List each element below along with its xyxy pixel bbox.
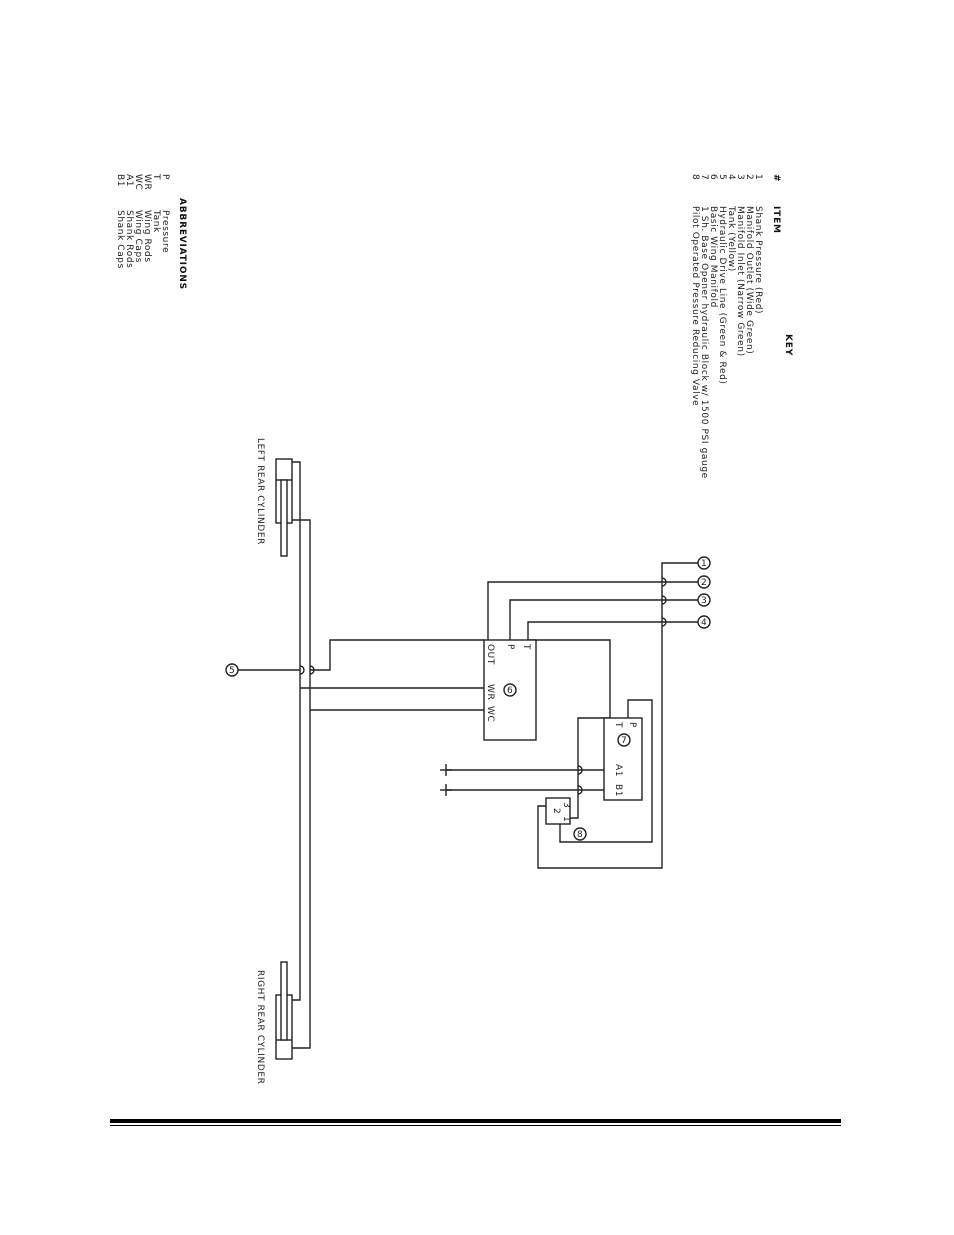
- callout-1: 1: [697, 556, 711, 570]
- abbr-meaning-wr: Wing Rods: [142, 210, 152, 263]
- block-port-b1: B1: [613, 784, 623, 797]
- callout-5-label: 5: [229, 666, 235, 676]
- left-rear-cylinder: [275, 458, 293, 557]
- abbr-code-p: P: [160, 174, 170, 180]
- manifold-port-t: T: [521, 643, 531, 650]
- block-port-p: P: [627, 722, 637, 728]
- abbr-code-wc: WC: [133, 174, 143, 190]
- callout-4-label: 4: [701, 618, 707, 628]
- key-item-5: Hydraulic Drive Line (Green & Red): [717, 206, 727, 385]
- callout-2-label: 2: [701, 578, 707, 588]
- coupler-a1-icon: [440, 764, 452, 776]
- callout-3-label: 3: [701, 596, 707, 606]
- key-num-7: 7: [699, 174, 709, 180]
- manifold-port-wr: WR: [485, 684, 495, 700]
- key-item-3: Manifold Inlet (Narrow Green): [735, 206, 745, 357]
- key-num-6: 6: [708, 174, 718, 180]
- callout-2: 2: [697, 575, 711, 589]
- right-rear-cylinder: [275, 961, 293, 1060]
- manifold-port-out: OUT: [485, 644, 495, 665]
- valve-port-2: 2: [551, 808, 561, 814]
- right-rear-cylinder-label: RIGHT REAR CYLINDER: [255, 970, 265, 1085]
- key-item-1: Shank Pressure (Red): [753, 206, 763, 314]
- callout-1-label: 1: [701, 559, 707, 569]
- key-item-8: Pilot Operated Pressure Reducing Valve: [690, 206, 700, 406]
- coupler-b1-icon: [440, 784, 452, 796]
- manifold-port-wc: WC: [485, 706, 495, 722]
- valve-port-3: 3: [561, 802, 571, 808]
- hydraulic-lines: [232, 461, 698, 1049]
- key-item-7: 1 Sh. Base Opener hydraulic Block w/ 150…: [699, 206, 709, 479]
- key-num-4: 4: [726, 174, 736, 180]
- key-legend: KEY # ITEM 1 2 3 4 5 6 7 8 Shank Pressur…: [690, 174, 793, 479]
- callout-4: 4: [697, 615, 711, 629]
- pressure-reducing-valve: 3 2 1 8: [545, 797, 587, 841]
- footer-rule-thick: [110, 1119, 841, 1123]
- key-item-header: ITEM: [771, 206, 781, 234]
- valve-badge: 8: [577, 830, 583, 840]
- block-port-t: T: [613, 721, 623, 728]
- abbr-code-b1: B1: [115, 174, 125, 187]
- key-num-5: 5: [717, 174, 727, 180]
- footer-rule-thin: [110, 1125, 841, 1126]
- abbr-meaning-wc: Wing Caps: [133, 210, 143, 263]
- abbr-meaning-p: Pressure: [160, 210, 170, 253]
- key-item-6: Basic Wing Manifold: [708, 206, 718, 308]
- key-title: KEY: [783, 334, 793, 356]
- abbr-code-wr: WR: [142, 174, 152, 190]
- manifold-port-p: P: [505, 644, 515, 650]
- abbr-meaning-b1: Shank Caps: [115, 210, 125, 269]
- abbreviations-title: ABBREVIATIONS: [177, 198, 187, 290]
- key-num-3: 3: [735, 174, 745, 180]
- basic-wing-manifold: T P OUT WR WC 6: [483, 639, 537, 741]
- opener-hydraulic-block: P T A1 B1 7: [603, 717, 643, 801]
- valve-port-1: 1: [561, 816, 571, 822]
- abbr-code-a1: A1: [124, 174, 134, 187]
- line-crossovers: [299, 577, 667, 795]
- key-num-8: 8: [690, 174, 700, 180]
- abbr-code-t: T: [151, 173, 161, 180]
- block-port-a1: A1: [613, 764, 623, 777]
- callout-3: 3: [697, 593, 711, 607]
- callout-5: 5: [225, 663, 239, 677]
- key-item-2: Manifold Outlet (Wide Green): [744, 206, 754, 354]
- key-num-1: 1: [753, 174, 763, 180]
- block-badge: 7: [621, 736, 627, 746]
- key-hash-header: #: [771, 174, 781, 182]
- key-num-2: 2: [744, 174, 754, 180]
- abbreviations-legend: ABBREVIATIONS P T WR WC A1 B1 Pressure T…: [115, 173, 187, 290]
- abbr-meaning-t: Tank: [151, 209, 161, 233]
- left-rear-cylinder-label: LEFT REAR CYLINDER: [255, 438, 265, 545]
- key-item-4: Tank (Yellow): [726, 205, 736, 272]
- abbr-meaning-a1: Shank Rods: [124, 210, 134, 268]
- manifold-badge: 6: [507, 686, 513, 696]
